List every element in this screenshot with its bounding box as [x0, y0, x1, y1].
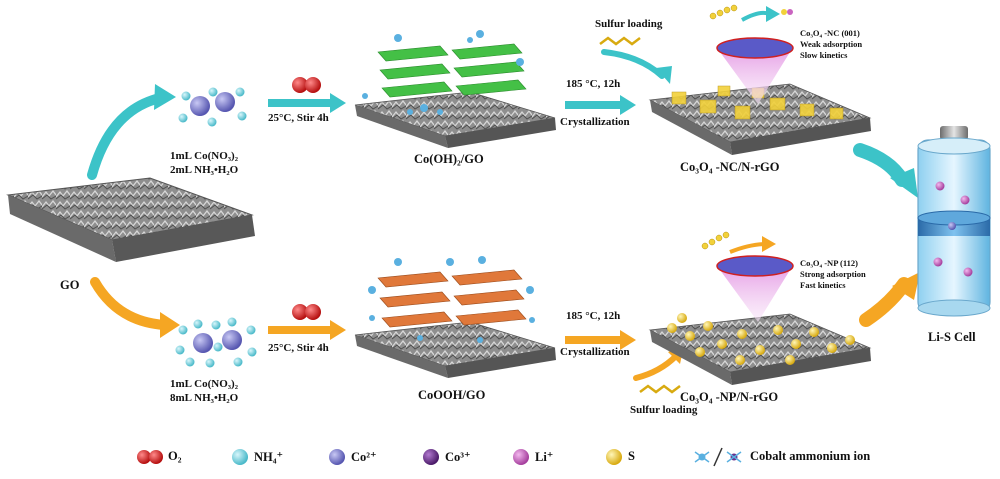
nc-product: [648, 4, 872, 155]
s8-ring-top: [599, 36, 641, 46]
o2-bottom: [292, 304, 321, 320]
go-sheet: [6, 177, 255, 262]
top-step1-condition: 25°C, Stir 4h: [268, 112, 329, 124]
orange-plates-right: [451, 269, 527, 326]
bottom-product-label: Co₃O₄ -NP/N-rGO: [680, 390, 779, 404]
cooh-go-intermediate: [354, 256, 556, 378]
go-label: GO: [60, 278, 80, 292]
cobalt-ammonium-icon: [694, 447, 742, 467]
curved-arrow-up: [87, 93, 165, 180]
polysulfide-chain-bottom: [701, 231, 730, 250]
bottom-reagent-cluster: [175, 317, 257, 368]
li-ion: [935, 181, 945, 191]
s8-ring-bottom: [639, 384, 681, 394]
green-plates-left: [377, 45, 453, 98]
yellow-cubes: [671, 85, 844, 120]
bottom-annotation-line3: Fast kinetics: [800, 280, 846, 290]
legend-o2-label: O₂: [168, 449, 182, 463]
legend-co3-label: Co³⁺: [445, 450, 471, 464]
top-annotation-line3: Slow kinetics: [800, 50, 848, 60]
li-s-cell: [917, 126, 991, 317]
o2-top: [292, 77, 321, 93]
arrow-to-cell-top: [853, 143, 909, 187]
zoom-cone-bottom: [720, 270, 790, 322]
arrow-step1-bottom: [268, 320, 346, 340]
polysulfide-chain-top: [709, 4, 738, 20]
top-step2-condition: 185 °C, 12h: [566, 78, 621, 90]
top-step2-process: Crystallization: [560, 116, 630, 128]
cobalt-ammonium-ions-bottom: [368, 256, 535, 343]
orange-plates-left: [377, 271, 453, 328]
bottom-step2-process: Crystallization: [560, 346, 630, 358]
legend-co2-label: Co²⁺: [351, 450, 377, 464]
sulfur-loading-arrow-bottom: [633, 353, 679, 381]
bottom-reagents-line2: 8mL NH₃•H₂O: [170, 392, 239, 404]
nc-crystal-surface: [716, 37, 794, 59]
top-reagents-line2: 2mL NH₃•H₂O: [170, 164, 239, 176]
top-annotation-line2: Weak adsorption: [800, 39, 863, 49]
legend-cobalt-ammonium-label: Cobalt ammonium ion: [750, 449, 871, 463]
cell-label: Li-S Cell: [928, 330, 976, 344]
bottom-step1-condition: 25°C, Stir 4h: [268, 342, 329, 354]
coh-go-intermediate: [354, 30, 556, 148]
curved-arrow-down-head: [160, 312, 180, 338]
bottom-annotation-line1: Co₃O₄ -NP (112): [800, 258, 858, 268]
arrow-step2-bottom: [565, 330, 636, 350]
legend-s-label: S: [628, 449, 635, 463]
top-intermediate-label: Co(OH)₂/GO: [414, 152, 484, 166]
legend-marks: [137, 447, 742, 467]
green-plates-right: [451, 43, 527, 96]
top-product-label: Co₃O₄ -NC/N-rGO: [680, 160, 780, 174]
zoom-cone-top: [720, 52, 790, 104]
bottom-intermediate-label: CoOOH/GO: [418, 388, 486, 402]
top-annotation-line1: Co₃O₄ -NC (001): [800, 28, 860, 38]
yellow-spheres: [667, 313, 855, 365]
arrow-step1-top: [268, 93, 346, 113]
bottom-step2-condition: 185 °C, 12h: [566, 310, 621, 322]
np-product: [648, 231, 872, 385]
bottom-annotation-line2: Strong adsorption: [800, 269, 866, 279]
legend-li-label: Li⁺: [535, 450, 554, 464]
cobalt-ammonium-ions-top: [362, 30, 524, 115]
arrow-step2-top: [565, 95, 636, 115]
top-reagent-cluster: [178, 87, 247, 127]
curved-arrow-up-head: [154, 84, 176, 110]
top-sulfur-loading: Sulfur loading: [595, 18, 663, 30]
curved-arrow-down: [90, 277, 170, 330]
top-reagents-line1: 1mL Co(NO₃)₂: [170, 150, 239, 162]
np-crystal-surface: [716, 255, 794, 277]
legend-nh4-label: NH₄⁺: [254, 450, 284, 464]
bottom-sulfur-loading: Sulfur loading: [630, 404, 698, 416]
sulfur-loading-arrow-top: [601, 49, 665, 79]
bottom-reagents-line1: 1mL Co(NO₃)₂: [170, 378, 239, 390]
